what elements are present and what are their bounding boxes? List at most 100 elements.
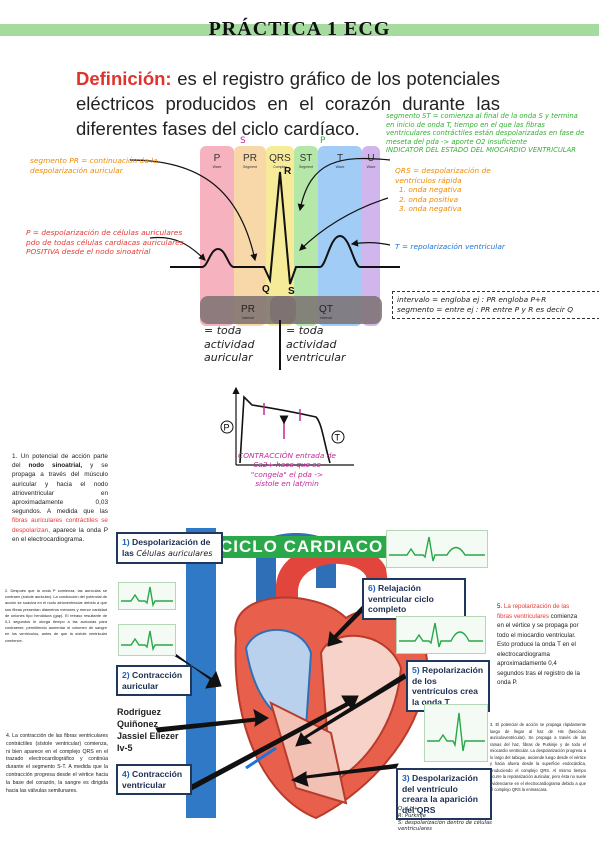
card-6-num: 6) <box>368 583 376 593</box>
card-2-label: Contracción auricular <box>122 670 183 691</box>
segment-band-u <box>362 146 380 326</box>
wave-letter-r: R <box>284 166 292 177</box>
ecg-thumb-5 <box>396 616 486 654</box>
segment-band-pr <box>234 146 266 326</box>
author-line-4: Iv-5 <box>117 743 133 753</box>
card-4-label: Contracción ventricular <box>122 769 183 790</box>
poster-card-2: 2) Contracción auricular <box>116 665 192 696</box>
note-5-text: comienza en el vértice y se propaga por … <box>497 612 580 687</box>
poster-card-4: 4) Contracción ventricular <box>116 764 192 795</box>
segment-sub-pr: Segment <box>243 165 257 169</box>
segment-label-st: ST <box>300 153 313 164</box>
segment-sub-t: Wave <box>336 165 345 169</box>
legend-r: R: Purkinje <box>398 812 426 819</box>
cardiac-cycle-poster: CICLO CARDIACO 1) Despolarización de las… <box>116 528 492 828</box>
card-5-num: 5) <box>412 665 420 675</box>
wave-letter-q: Q <box>262 284 270 295</box>
ecg-thumb-1 <box>118 582 176 610</box>
ecg-thumb-6 <box>386 530 488 568</box>
segment-sub-p: Wave <box>213 165 222 169</box>
segment-band-st <box>294 146 318 326</box>
interval-band-qt <box>270 296 382 324</box>
card-3-label: Despolarización del ventrículo creara la… <box>402 773 478 815</box>
note-3-num: 3. <box>490 722 494 727</box>
poster-legend: Q: ↓H+ R: Purkinje S: despolarización de… <box>398 806 498 833</box>
definition-label: Definición: <box>76 68 172 89</box>
qrs-list-item: 3. onda negativa <box>399 204 462 214</box>
note-1-red: fibras auriculares contráctiles se despo… <box>12 517 108 534</box>
ap-t-marker: T <box>335 433 341 443</box>
card-1-label: Despolarización de las <box>122 537 211 558</box>
card-1-hand: Células auriculares <box>136 548 213 558</box>
note-4-num: 4. <box>6 733 11 739</box>
wave-letter-s: S <box>288 286 295 297</box>
segment-sub-u: Wave <box>367 165 376 169</box>
author-line-1: Rodriguez <box>117 707 161 717</box>
author-line-2: Quiñonez <box>117 719 158 729</box>
ecg-waveform-diagram: PWavePRSegmentQRSComplexSTSegmentTWaveUW… <box>170 136 400 326</box>
qrs-list-item: 2. onda positiva <box>399 194 459 204</box>
interval-divider <box>279 320 281 370</box>
ecg-thumb-2 <box>118 624 176 656</box>
note-2: 2. Después que la onda P comienza, las a… <box>5 588 107 644</box>
note-5-num: 5. <box>497 603 503 610</box>
definition-text: es el registro gráfico de los potenciale… <box>76 68 500 139</box>
note-1-num: 1. <box>12 453 18 460</box>
title-highlight <box>0 24 599 36</box>
note-1-bold: nodo sinoatrial, <box>28 462 83 470</box>
note-2-num: 2. <box>5 588 9 593</box>
segment-definition: segmento = entre ej : PR entre P y R es … <box>397 305 574 314</box>
note-1: 1. Un potencial de acción parte del nodo… <box>12 452 108 544</box>
note-3: 3. El potencial de acción se propaga ráp… <box>490 722 586 794</box>
t-wave-note: T = repolarización ventricular <box>395 242 505 251</box>
wave-letter-p-top: P <box>320 136 326 146</box>
author-line-3: Jassiel Eliezer <box>117 731 179 741</box>
note-4-text: La contracción de las fibras ventricular… <box>6 733 108 794</box>
poster-card-6: 6) Relajación ventricular ciclo completo <box>362 578 466 620</box>
segment-label-t: T <box>337 153 343 164</box>
legend-s: S: despolarización dentro de células ven… <box>398 819 492 833</box>
interval-sub-pr: Interval <box>242 316 254 320</box>
segment-band-qrs <box>266 146 294 326</box>
st-segment-note: segmento ST = comienza al final de la on… <box>386 112 586 155</box>
card-3-num: 3) <box>402 773 410 783</box>
card-1-num: 1) <box>122 537 130 547</box>
annotation-arrows <box>129 157 391 262</box>
st-indicator-text: INDICATOR DEL ESTADO DEL MIOCARDIO VENTR… <box>386 146 576 155</box>
definition: Definición: es el registro gráfico de lo… <box>76 66 500 141</box>
qrs-list-item: 1. onda negativa <box>399 185 462 195</box>
poster-card-3: 3) Despolarización del ventrículo creara… <box>396 768 492 820</box>
ecg-trace <box>170 171 400 285</box>
segment-sub-st: Segment <box>299 165 313 169</box>
qrs-note: QRS = despolarización de ventrículos ráp… <box>395 166 515 214</box>
segment-label-pr: PR <box>243 153 257 164</box>
atrial-activity-note: = toda actividad auricular <box>204 324 255 364</box>
interval-sub-qt: Interval <box>320 316 332 320</box>
contraction-caption: CONTRACCIÓN entrada de Ca2+ hace que se … <box>238 451 336 489</box>
ecg-thumb-3 <box>424 704 488 762</box>
qrs-title: QRS = despolarización de ventrículos ráp… <box>395 166 491 185</box>
note-1-post: aparece la onda P en el electrocardiogra… <box>12 526 108 543</box>
action-potential-sketch: P T <box>220 386 354 466</box>
note-3-text: El potencial de acción se propaga rápida… <box>490 722 587 792</box>
note-2-text: Después que la onda P comienza, las aurí… <box>5 588 107 643</box>
segment-sub-qrs: Complex <box>273 165 287 169</box>
page-title: PRÁCTICA 1 ECG <box>208 18 391 40</box>
ap-p-marker: P <box>224 423 230 433</box>
interval-label-pr: PR <box>241 304 255 315</box>
poster-card-1: 1) Despolarización de las Células auricu… <box>116 532 223 564</box>
card-5-label: Repolarización de los ventrículos crea l… <box>412 665 484 707</box>
segment-label-qrs: QRS <box>269 153 291 164</box>
poster-title: CICLO CARDIACO <box>212 536 392 558</box>
card-6-label: Relajación ventricular ciclo completo <box>368 583 434 614</box>
authors: Rodriguez Quiñonez Jassiel Eliezer Iv-5 <box>117 706 179 754</box>
interval-label-qt: QT <box>319 304 333 315</box>
note-1-pre: Un potencial de acción parte del <box>12 453 108 470</box>
note-1-mid: y se propaga a través del músculo auricu… <box>12 462 109 516</box>
wave-letter-s-top: S <box>240 136 246 146</box>
note-4: 4. La contracción de las fibras ventricu… <box>6 733 108 795</box>
segment-label-p: P <box>214 153 221 164</box>
pr-segment-note: segmento PR = continuación de la despola… <box>30 156 158 175</box>
interval-definition: intervalo = engloba ej : PR engloba P+R <box>397 295 547 304</box>
